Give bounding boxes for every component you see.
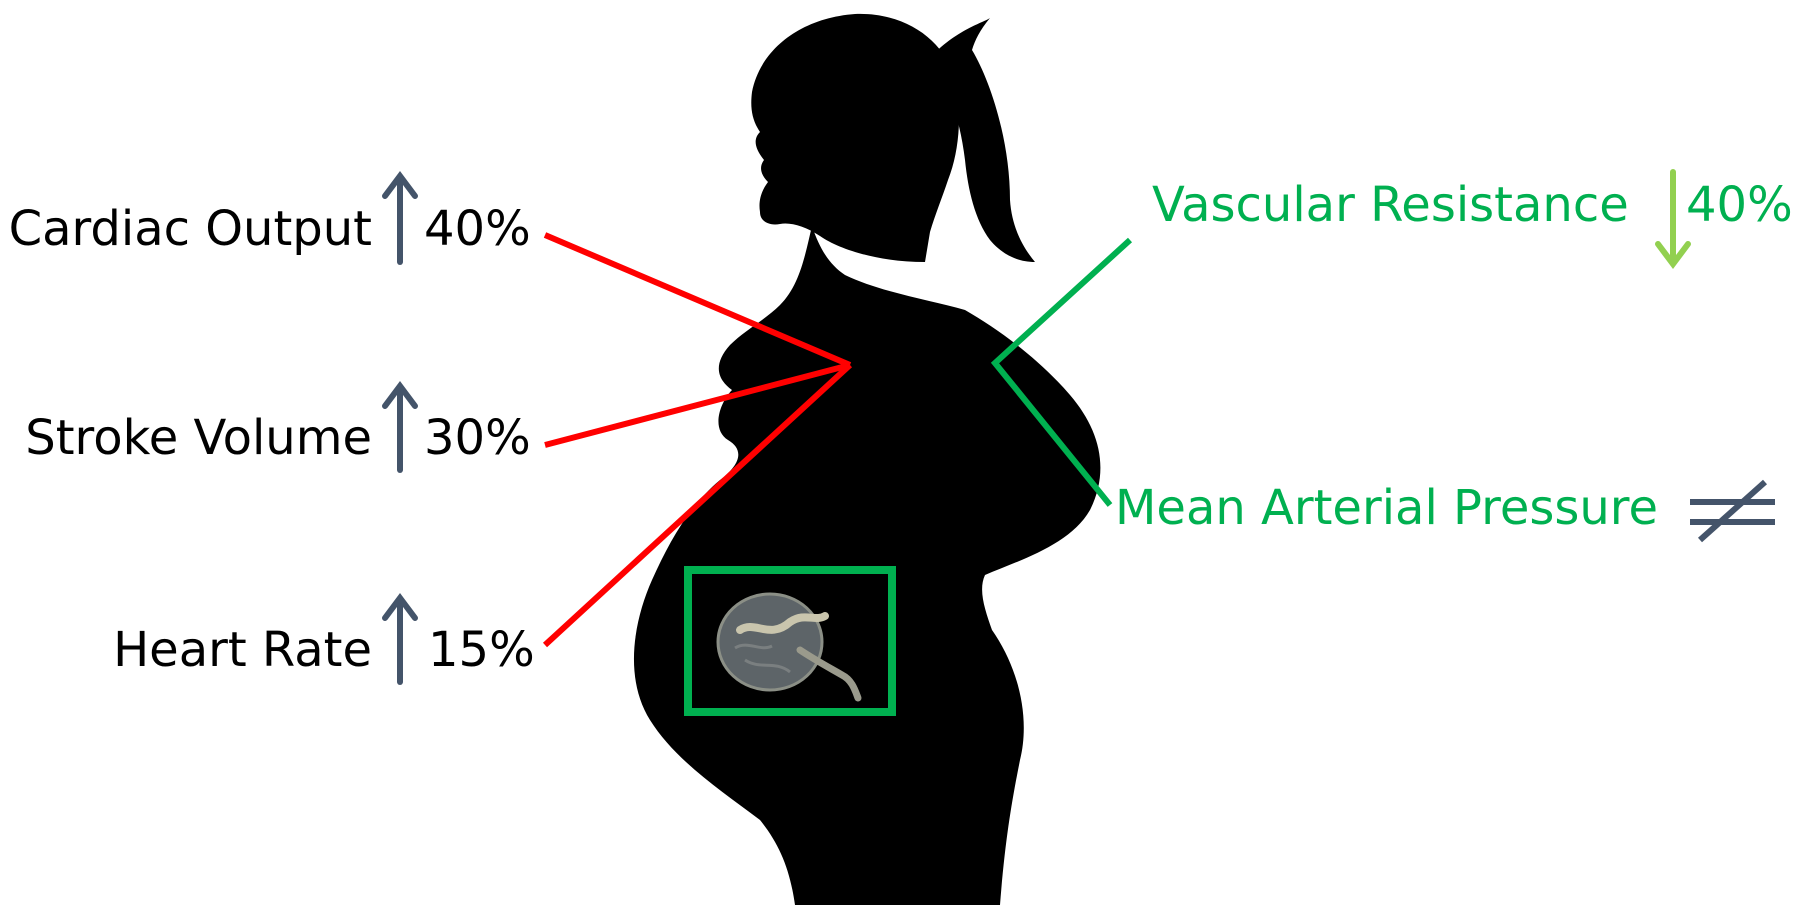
pregnant-woman-silhouette (634, 14, 1100, 905)
down-arrow-icon (1658, 172, 1688, 264)
up-arrow-icon (385, 598, 415, 682)
label-vascular-resistance: Vascular Resistance (1152, 181, 1629, 229)
not-equal-icon (1690, 482, 1775, 540)
label-mean-arterial-pressure: Mean Arterial Pressure (1115, 484, 1658, 532)
value-heart-rate: 15% (428, 626, 535, 674)
up-arrow-icon (385, 386, 415, 470)
label-stroke-volume: Stroke Volume (25, 414, 372, 462)
up-arrow-icon (385, 176, 415, 262)
silhouette-head (751, 14, 959, 262)
value-cardiac-output: 40% (424, 205, 531, 253)
value-stroke-volume: 30% (424, 414, 531, 462)
label-cardiac-output: Cardiac Output (9, 205, 372, 253)
placenta-photo (688, 570, 892, 712)
up-arrows (385, 176, 415, 682)
label-heart-rate: Heart Rate (113, 626, 372, 674)
value-vascular-resistance: 40% (1686, 181, 1793, 229)
